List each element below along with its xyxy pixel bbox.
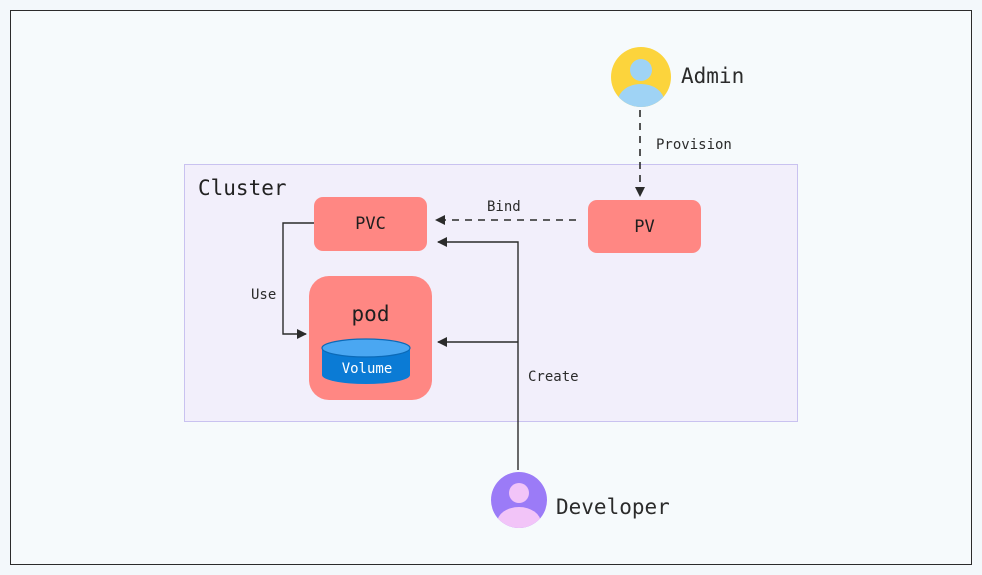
use-label: Use [251, 287, 277, 303]
admin-label: Admin [681, 64, 745, 88]
pvc-node: PVC [314, 197, 427, 251]
create-label: Create [528, 369, 579, 385]
developer-avatar-icon [491, 472, 547, 528]
use-edge [282, 222, 314, 339]
pod-label: pod [351, 302, 390, 326]
pv-label: PV [634, 216, 655, 237]
developer-label: Developer [556, 495, 670, 519]
provision-label: Provision [656, 137, 732, 153]
pv-node: PV [588, 200, 701, 253]
bind-label: Bind [487, 199, 521, 215]
create-edge-pvc [437, 237, 519, 470]
pvc-label: PVC [355, 214, 386, 234]
admin-avatar-icon [611, 47, 671, 107]
cluster-label: Cluster [198, 176, 287, 200]
volume-label: Volume [341, 361, 393, 377]
